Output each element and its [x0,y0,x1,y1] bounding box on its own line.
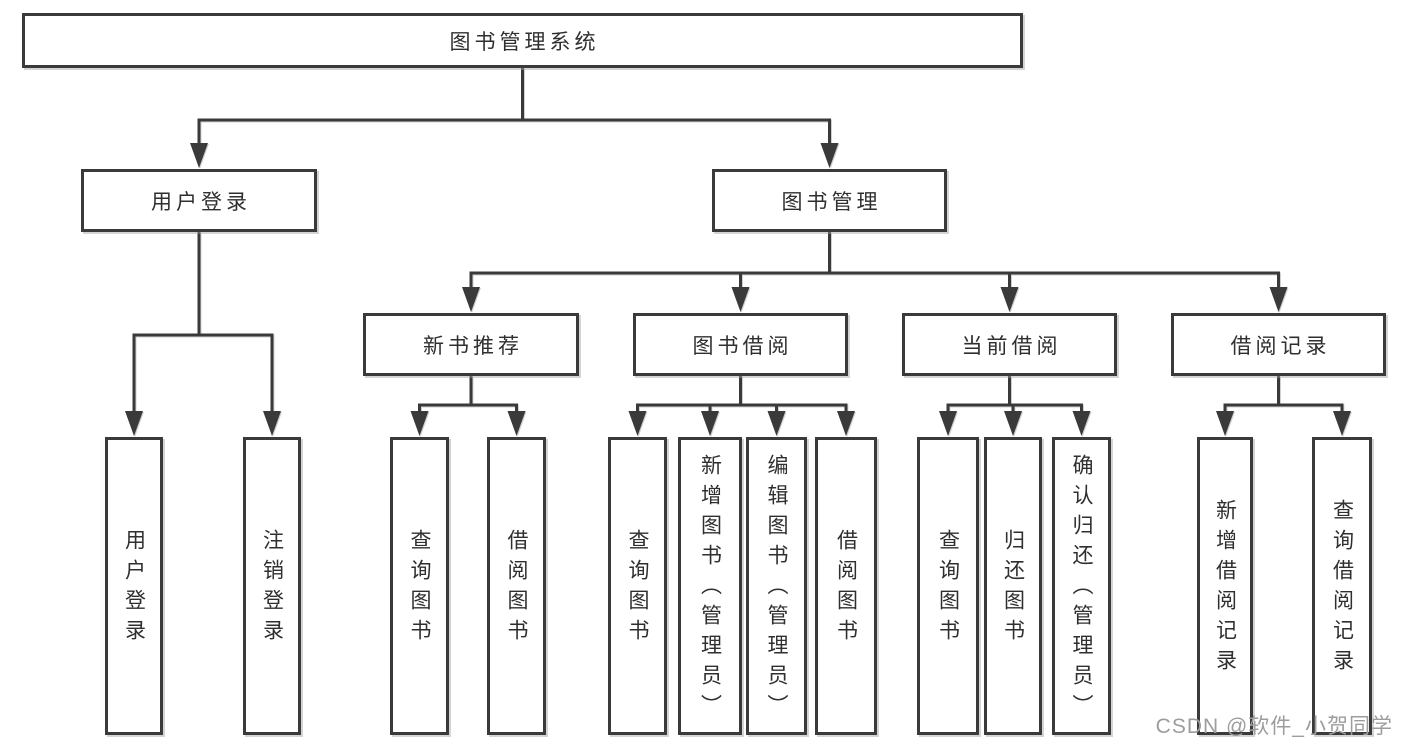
arrow-down-icon [1072,411,1091,436]
leaf-query-books-borrowing: 查询图书 [608,437,667,735]
arrow-down-icon [125,411,143,436]
arrow-down-icon [1333,411,1351,436]
leaf-return-book: 归还图书 [984,437,1042,735]
leaf-add-borrow-record: 新增借阅记录 [1197,437,1253,735]
arrow-down-icon [462,287,480,312]
arrow-down-icon [190,143,208,168]
node-borrowing-records: 借阅记录 [1171,313,1386,376]
node-root: 图书管理系统 [22,13,1023,68]
csdn-watermark: CSDN @软件_小贺同学 [1155,715,1393,738]
leaf-query-books-recommend: 查询图书 [390,437,449,735]
arrow-down-icon [939,411,957,436]
leaf-confirm-return-admin: 确认归还（管理员） [1052,437,1111,735]
leaf-edit-book-admin: 编辑图书（管理员） [746,437,807,735]
leaf-borrow-books-recommend: 借阅图书 [487,437,546,735]
leaf-query-borrow-record: 查询借阅记录 [1312,437,1372,735]
arrow-down-icon [628,411,647,436]
leaf-borrow-books: 借阅图书 [815,437,877,735]
arrow-down-icon [820,143,839,168]
arrow-down-icon [731,287,750,312]
arrow-down-icon [1000,287,1019,312]
node-current-borrowing: 当前借阅 [902,313,1117,376]
arrow-down-icon [767,411,786,436]
arrow-down-icon [837,411,855,436]
node-book-borrowing: 图书借阅 [633,313,848,376]
leaf-user-login: 用户登录 [105,437,163,735]
node-book-management: 图书管理 [712,169,947,232]
node-user-login: 用户登录 [81,169,317,232]
arrow-down-icon [1269,287,1288,312]
arrow-down-icon [263,411,281,436]
leaf-add-book-admin: 新增图书（管理员） [678,437,742,735]
arrow-down-icon [507,411,526,436]
leaf-query-books-current: 查询图书 [917,437,979,735]
arrow-down-icon [1004,411,1022,436]
arrow-down-icon [1216,411,1234,436]
arrow-down-icon [410,411,429,436]
arrow-down-icon [701,411,719,436]
node-new-book-recommend: 新书推荐 [363,313,579,376]
leaf-logout: 注销登录 [243,437,301,735]
